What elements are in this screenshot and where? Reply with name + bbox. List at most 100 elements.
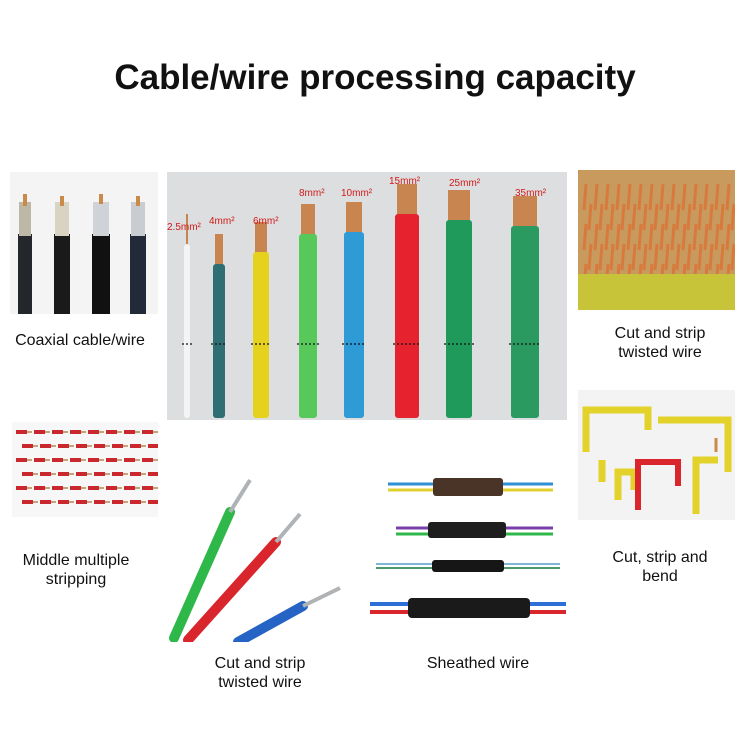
stripped-segment <box>124 486 135 490</box>
twisted-wire-bundle-image <box>578 170 735 310</box>
coaxial-cable-image <box>10 172 158 314</box>
stripped-segment <box>112 500 123 504</box>
copper-strand <box>631 243 637 271</box>
exposed-core <box>51 473 56 475</box>
copper-strand <box>642 243 648 271</box>
copper-strand <box>626 183 632 211</box>
wire-copper-1 <box>215 234 223 266</box>
stripped-segment <box>130 500 141 504</box>
coaxial-caption: Coaxial cable/wire <box>15 332 145 349</box>
insulation-band <box>578 274 735 310</box>
wire-size-label: 35mm² <box>515 188 547 199</box>
copper-strand <box>637 183 643 211</box>
stripped-segment <box>94 444 105 448</box>
exposed-core <box>33 501 38 503</box>
stripped-segment <box>16 458 27 462</box>
wire-copper-2 <box>255 222 267 254</box>
exposed-core <box>141 501 146 503</box>
stripped-segment <box>130 472 141 476</box>
wire-insulation-2 <box>253 252 269 418</box>
wire-copper-4 <box>346 202 362 234</box>
stripped-segment <box>106 486 117 490</box>
exposed-core <box>153 459 158 461</box>
copper-strand <box>604 223 610 251</box>
stripped-segment <box>148 444 158 448</box>
exposed-core <box>45 431 50 433</box>
stripped-segment <box>88 430 99 434</box>
exposed-core <box>63 459 68 461</box>
stripped-segment <box>58 444 69 448</box>
stripped-segment <box>130 444 141 448</box>
exposed-core <box>117 431 122 433</box>
exposed-core <box>105 445 110 447</box>
wire-size-label: 4mm² <box>209 216 235 227</box>
copper-strand <box>653 203 659 231</box>
exposed-core <box>153 487 158 489</box>
copper-strand <box>692 183 698 211</box>
copper-strand <box>631 203 637 231</box>
copper-strand <box>642 203 648 231</box>
copper-strand <box>730 203 735 231</box>
middle-stripping-caption: Middle multiple stripping <box>22 552 130 588</box>
copper-strand <box>670 223 676 251</box>
copper-strand <box>593 223 599 251</box>
exposed-core <box>63 431 68 433</box>
exposed-core <box>33 445 38 447</box>
stripped-segment <box>148 472 158 476</box>
stripped-segment <box>70 486 81 490</box>
exposed-core <box>33 473 38 475</box>
wire-insulation-3 <box>299 234 317 418</box>
exposed-core <box>51 501 56 503</box>
copper-strand <box>653 243 659 271</box>
copper-strand <box>697 203 703 231</box>
exposed-core <box>117 459 122 461</box>
page-title: Cable/wire processing capacity <box>114 58 636 97</box>
copper-strand <box>659 183 665 211</box>
stripped-segment <box>76 472 87 476</box>
copper-strand <box>708 243 714 271</box>
exposed-core <box>123 473 128 475</box>
copper-strand <box>681 183 687 211</box>
copper-strand <box>598 243 604 271</box>
copper-strand <box>659 223 665 251</box>
wire-copper-0 <box>186 214 188 246</box>
stripped-segment <box>22 444 33 448</box>
stripped-segment <box>142 486 153 490</box>
exposed-core <box>45 487 50 489</box>
stripped-segment <box>16 486 27 490</box>
stripped-segment <box>34 486 45 490</box>
copper-strand <box>719 203 725 231</box>
copper-strand <box>615 223 621 251</box>
wire-insulation-4 <box>344 232 364 418</box>
stripped-segment <box>34 430 45 434</box>
exposed-core <box>27 431 32 433</box>
exposed-core <box>45 459 50 461</box>
stripped-segment <box>16 430 27 434</box>
wire-insulation-7 <box>511 226 539 418</box>
wire-size-label: 8mm² <box>299 188 325 199</box>
copper-strand <box>604 183 610 211</box>
stripped-segment <box>52 430 63 434</box>
copper-strand <box>664 203 670 231</box>
wire-copper-7 <box>513 196 537 228</box>
exposed-core <box>141 473 146 475</box>
copper-strand <box>675 243 681 271</box>
stripped-segment <box>94 472 105 476</box>
copper-strand <box>593 183 599 211</box>
stripped-segment <box>58 500 69 504</box>
copper-strand <box>637 223 643 251</box>
stripped-segment <box>112 472 123 476</box>
copper-strand <box>598 203 604 231</box>
copper-strand <box>714 223 720 251</box>
middle-stripping-image <box>12 422 158 517</box>
exposed-core <box>99 487 104 489</box>
exposed-core <box>99 459 104 461</box>
wire-size-label: 10mm² <box>341 188 373 199</box>
stripped-segment <box>148 500 158 504</box>
copper-strand <box>626 223 632 251</box>
exposed-core <box>63 487 68 489</box>
exposed-core <box>123 501 128 503</box>
stripped-segment <box>58 472 69 476</box>
exposed-core <box>87 473 92 475</box>
copper-strand <box>725 183 731 211</box>
